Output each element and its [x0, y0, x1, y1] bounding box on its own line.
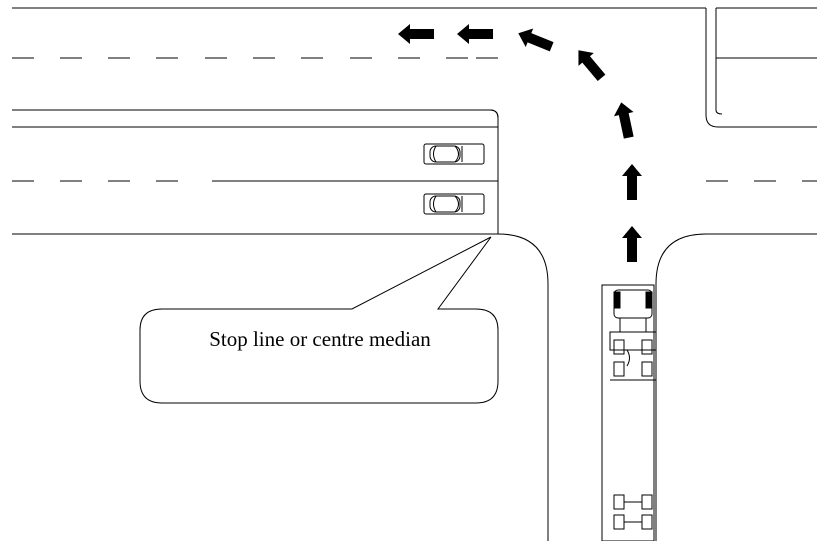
- turn-arrow-icon: [398, 24, 434, 44]
- turn-arrow-icon: [622, 226, 642, 262]
- stopped-car: [423, 193, 485, 215]
- turn-arrow-icon: [518, 28, 554, 52]
- truck: [601, 284, 657, 541]
- left-median-island: [12, 109, 499, 234]
- turn-arrow-icon: [578, 50, 606, 82]
- stopped-car: [423, 143, 485, 165]
- turn-arrow-icon: [457, 24, 493, 44]
- turn-arrow-icon: [622, 164, 642, 200]
- right-road-corner: [705, 8, 817, 128]
- turn-path-arrows: [398, 24, 642, 262]
- callout-bubble: [139, 236, 499, 404]
- turn-arrow-icon: [613, 102, 634, 139]
- bottom-road-boundary: [12, 233, 817, 541]
- callout-label: Stop line or centre median: [209, 327, 431, 351]
